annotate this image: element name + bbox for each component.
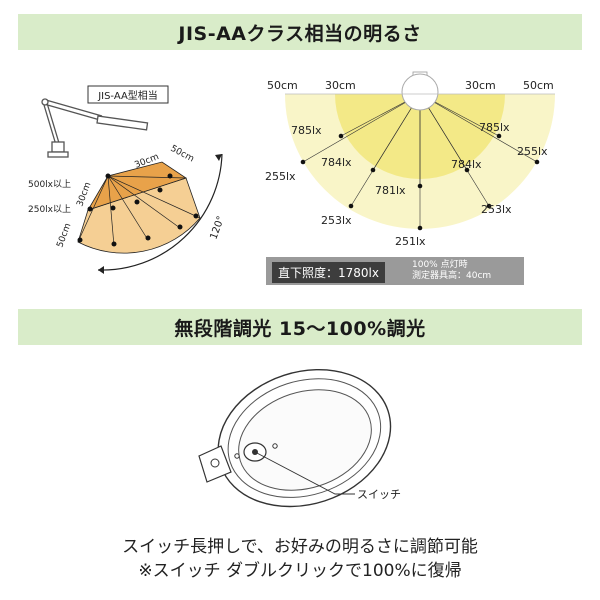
section-title-dimming: 無段階調光 15～100%調光 [18,309,582,345]
note-line-1: 100% 点灯時 [412,260,468,270]
dist-30cm-left: 30cm [325,79,356,92]
caption-reset: ※スイッチ ダブルクリックで100%に復帰 [138,561,462,581]
coverage-diagram: JIS-AA型相当 500 [28,85,227,274]
measurement-note: 100% 点灯時 測定器具高：40cm [412,260,491,282]
label-50cm-top: 50cm [169,144,196,165]
outer-fan-250lx [77,177,201,254]
lux-255-left: 255lx [265,170,296,183]
direct-illuminance: 直下照度：1780lx [272,262,385,283]
dist-50cm-left: 50cm [267,79,298,92]
illuminance-diagram: 50cm 30cm 30cm 50cm 785lx 785lx 255lx 25… [265,71,555,248]
lux-255-right: 255lx [517,145,548,158]
lux-784-right: 784lx [451,158,482,171]
lux-253-left: 253lx [321,214,352,227]
label-30cm-left: 30cm [75,181,93,208]
lux-784-left: 784lx [321,156,352,169]
lux-251: 251lx [395,235,426,248]
note-line-2: 測定器具高：40cm [412,271,492,281]
measurement-points [300,133,540,231]
measurement-info-bar: 直下照度：1780lx 100% 点灯時 測定器具高：40cm [266,257,524,285]
dist-50cm-right: 50cm [523,79,554,92]
lux-785-right: 785lx [479,121,510,134]
desk-lamp-icon [41,98,149,158]
lux-785-left: 785lx [291,124,322,137]
lux-781: 781lx [375,184,406,197]
label-120-degree: 120° [208,215,227,241]
label-50cm-left: 50cm [55,222,73,249]
jis-badge-text: JIS-AA型相当 [97,89,158,102]
jis-badge-box [87,85,169,104]
label-500lx: 500lx以上 [28,179,71,190]
lux-253-right: 253lx [481,203,512,216]
measurement-dots [77,173,199,247]
caption-adjust: スイッチ長押しで、お好みの明るさに調節可能 [122,537,478,557]
lamp-head-icon [401,71,439,111]
label-250lx: 250lx以上 [28,204,71,215]
switch-label: スイッチ [357,488,401,501]
section-title-brightness: JIS-AAクラス相当の明るさ [18,14,582,50]
switch-leader-line [254,451,355,495]
lamp-head-diagram: スイッチ [198,368,401,508]
dist-30cm-right: 30cm [465,79,496,92]
angle-arc [97,153,223,271]
